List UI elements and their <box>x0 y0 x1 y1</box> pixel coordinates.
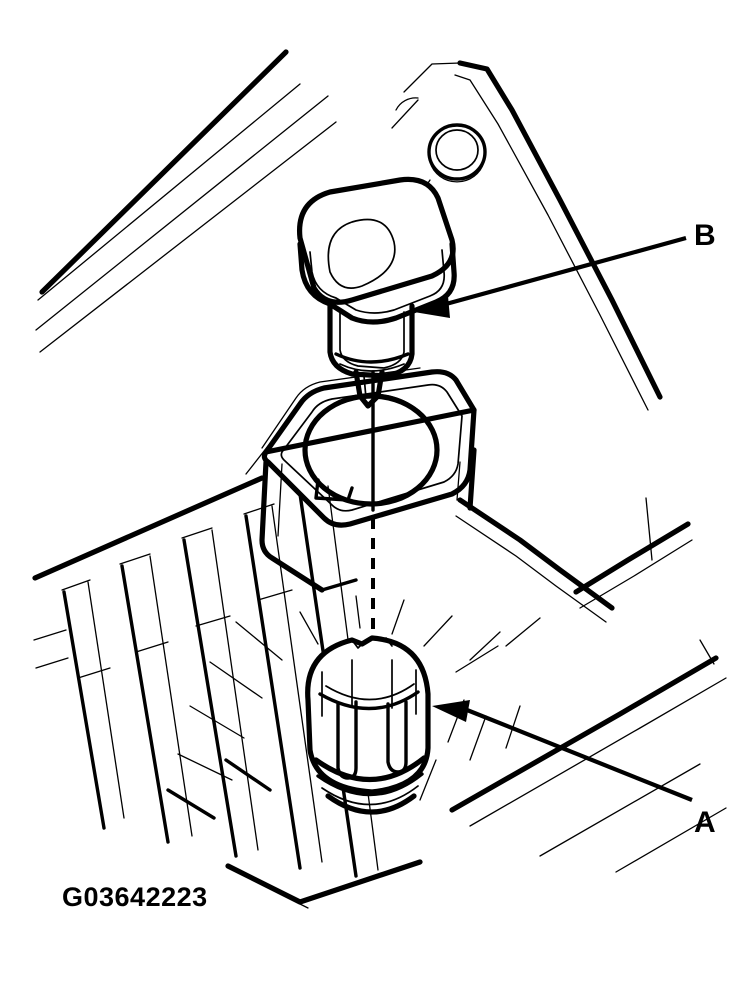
figure-caption: G03642223 <box>62 882 208 912</box>
callout-leader-a <box>432 700 693 802</box>
dipstick-handle-top <box>296 176 456 305</box>
engine-surface-lower-right <box>225 497 727 909</box>
oil-filler-cap <box>305 635 431 815</box>
callout-label-b: B <box>694 219 716 252</box>
arrowhead-a <box>432 700 470 722</box>
engine-cover-upper-left-edges <box>35 49 337 353</box>
arrowhead-b <box>414 296 450 318</box>
filler-neck-tower <box>245 367 477 593</box>
handle-grip-depression <box>327 218 396 289</box>
filler-cap-body <box>305 635 431 795</box>
cover-boss-hole <box>427 123 487 183</box>
filler-opening <box>302 393 440 507</box>
dipstick-assembly <box>296 176 457 409</box>
callout-leader-b <box>414 235 687 318</box>
callout-label-a: A <box>694 806 716 839</box>
surface-hatch-marks <box>166 595 499 820</box>
